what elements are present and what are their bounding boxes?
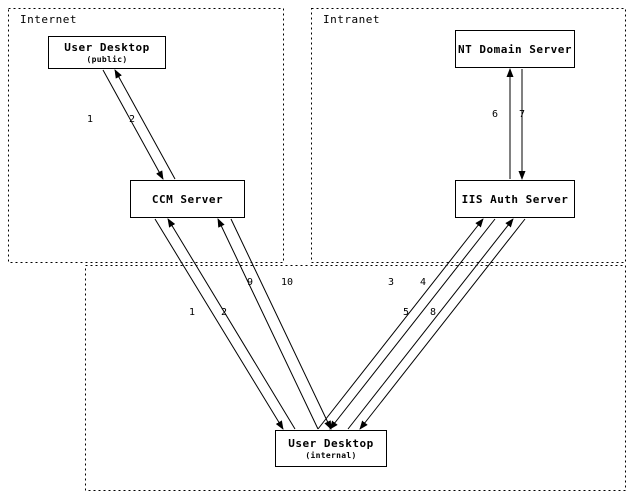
node-subtitle-user-desktop-public: (public) <box>86 54 128 64</box>
step-label-edge-8-iis-to-internal: 8 <box>429 307 437 318</box>
connector-edge-4-iis-to-internal <box>329 218 496 430</box>
step-label-edge-4-iis-to-internal: 4 <box>419 277 427 288</box>
zone-boundary-intranet <box>311 8 626 263</box>
step-label-edge-3-internal-to-iis: 3 <box>387 277 395 288</box>
connector-edge-2b-ccm-to-internal <box>167 218 296 430</box>
node-title-ccm-server: CCM Server <box>151 192 224 206</box>
step-label-edge-7-nt-to-iis: 7 <box>518 109 526 120</box>
connector-edge-9-internal-to-ccm <box>217 218 319 430</box>
zone-boundary-internet <box>8 8 284 263</box>
step-label-edge-10-ccm-to-internal: 10 <box>280 277 294 288</box>
node-title-iis-auth-server: IIS Auth Server <box>461 192 569 206</box>
node-title-user-desktop-public: User Desktop <box>64 40 150 54</box>
step-label-edge-5-internal-to-iis: 5 <box>402 307 410 318</box>
step-label-edge-1b-internal-to-ccm: 1 <box>188 307 196 318</box>
step-label-edge-2b-ccm-to-internal: 2 <box>220 307 228 318</box>
connector-edge-5-internal-to-iis <box>347 218 514 430</box>
connector-edge-1-public-to-ccm <box>102 69 164 180</box>
connector-edge-2-ccm-to-public <box>114 69 176 180</box>
node-user-desktop-public: User Desktop(public) <box>48 36 166 69</box>
connector-edge-3-internal-to-iis <box>317 218 484 430</box>
connector-edge-10-ccm-to-internal <box>230 218 332 430</box>
node-subtitle-user-desktop-internal: (internal) <box>305 450 357 460</box>
step-label-edge-6-iis-to-nt: 6 <box>491 109 499 120</box>
node-user-desktop-internal: User Desktop(internal) <box>275 430 387 467</box>
connector-edge-8-iis-to-internal <box>359 218 526 430</box>
step-label-edge-9-internal-to-ccm: 9 <box>246 277 254 288</box>
node-nt-domain-server: NT Domain Server <box>455 30 575 68</box>
step-label-edge-2-ccm-to-public: 2 <box>128 114 136 125</box>
node-title-user-desktop-internal: User Desktop <box>288 436 374 450</box>
zone-boundary-internal <box>85 265 626 491</box>
zone-label-internet: Internet <box>20 13 77 26</box>
node-ccm-server: CCM Server <box>130 180 245 218</box>
node-iis-auth-server: IIS Auth Server <box>455 180 575 218</box>
connector-edge-1b-internal-to-ccm <box>154 218 284 430</box>
zone-label-intranet: Intranet <box>323 13 380 26</box>
step-label-edge-1-public-to-ccm: 1 <box>86 114 94 125</box>
node-title-nt-domain-server: NT Domain Server <box>458 42 572 56</box>
